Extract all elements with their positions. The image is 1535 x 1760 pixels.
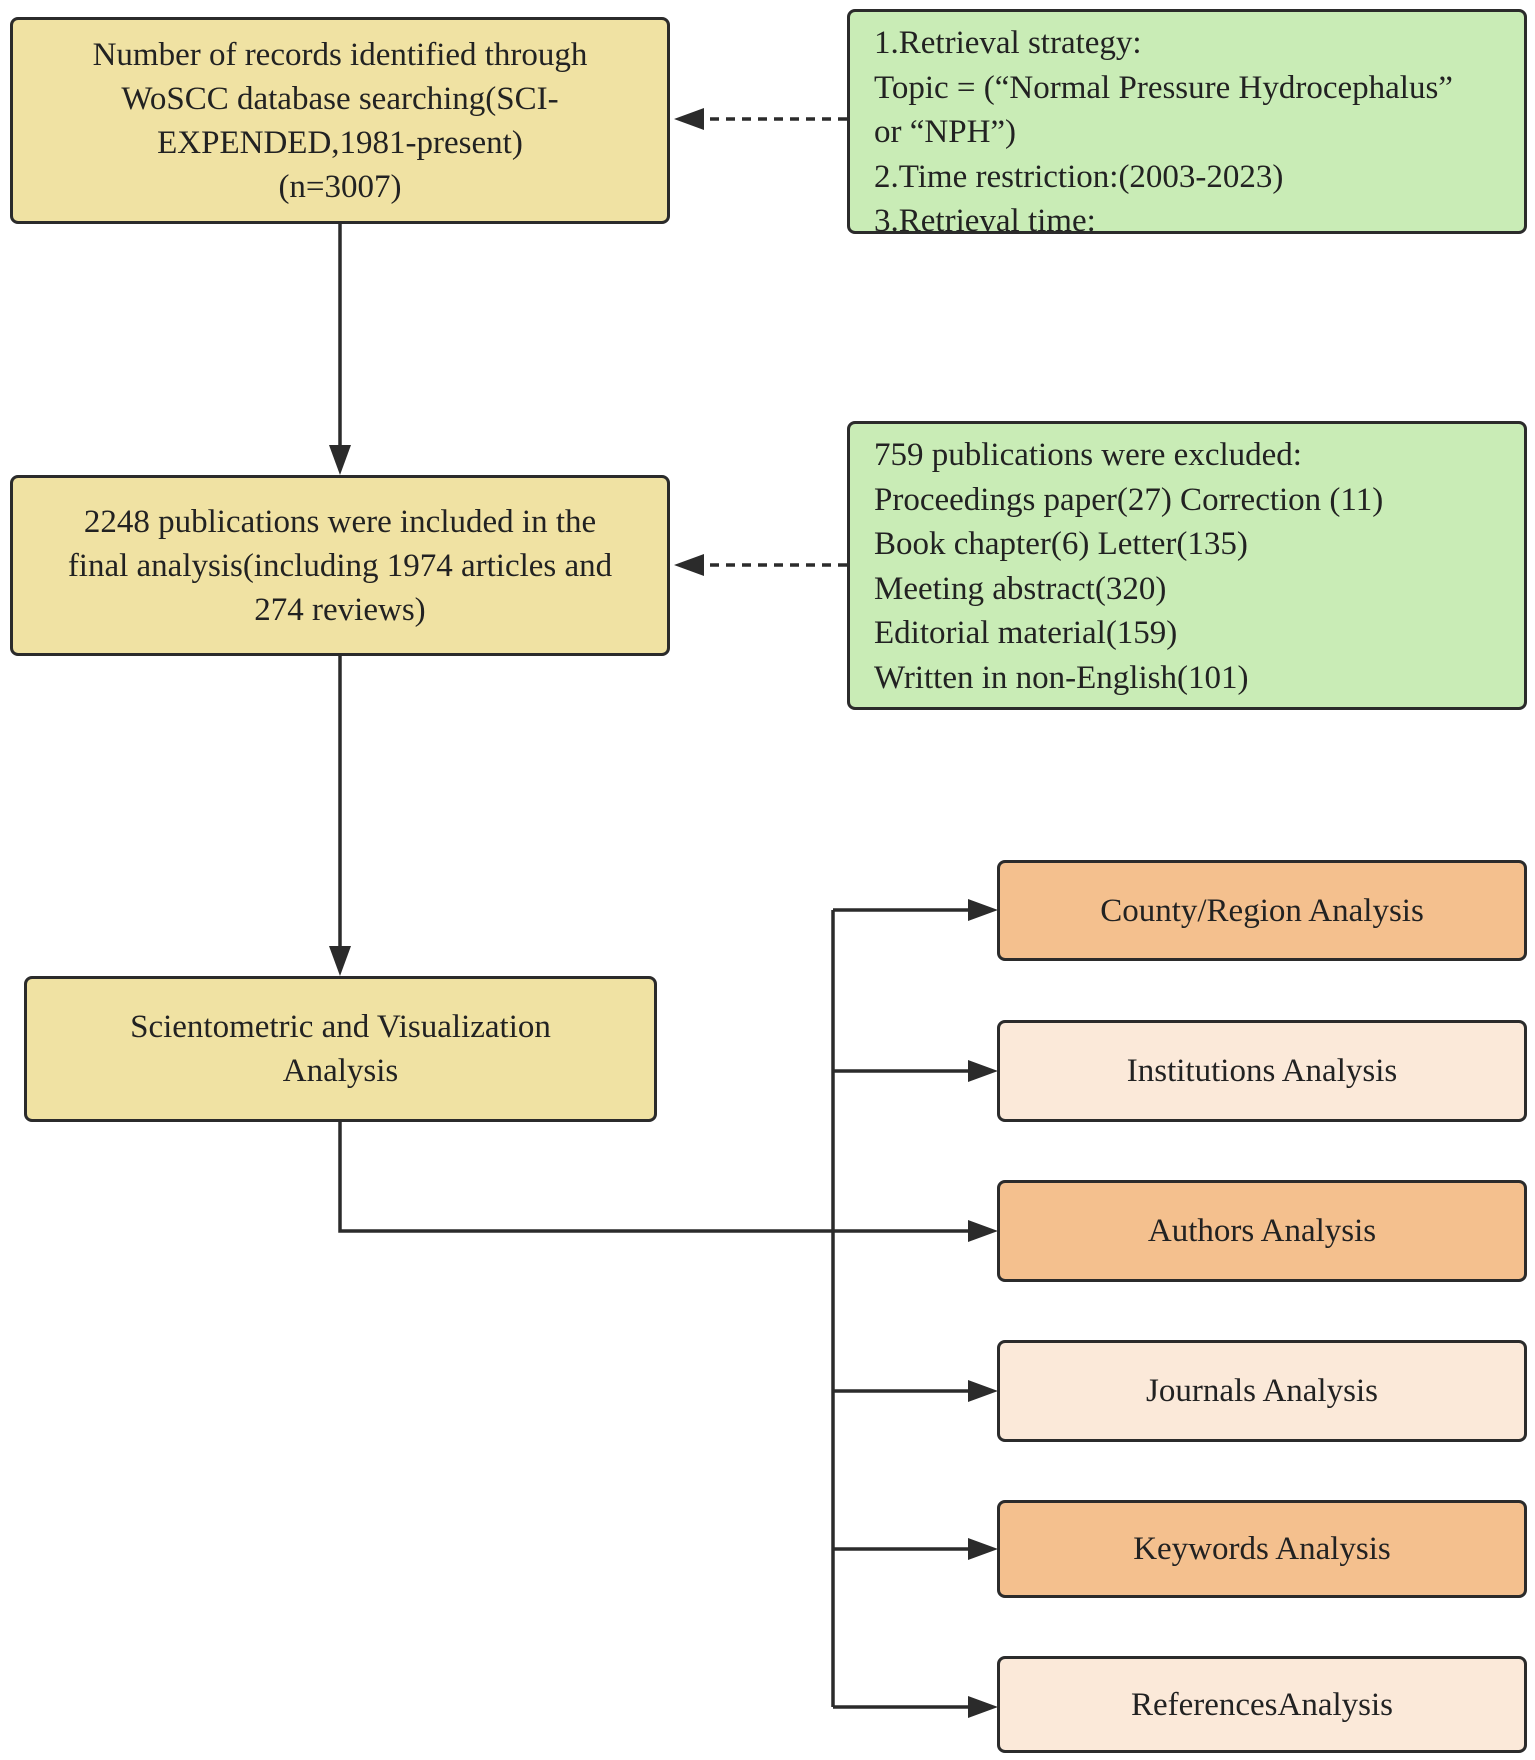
arrowhead-excluded-to-included (674, 554, 704, 576)
arrowhead-retrieval-to-records (674, 108, 704, 130)
excluded-line-3: Book chapter(6) Letter(135) (874, 526, 1248, 562)
excluded-line-4: Meeting abstract(320) (874, 570, 1167, 607)
retrieval-line-4: 2.Time restriction:(2003-2023) (874, 158, 1284, 195)
arrowhead-authors (968, 1220, 998, 1242)
journals-analysis-label: Journals Analysis (1146, 1373, 1378, 1409)
retrieval-strategy-box: 1.Retrieval strategy: Topic = (“Normal P… (847, 9, 1527, 239)
institutions-analysis-label: Institutions Analysis (1126, 1053, 1398, 1089)
arrowhead-journals (968, 1380, 998, 1402)
arrowhead-included-to-analysis (329, 946, 351, 976)
references-analysis-box: ReferencesAnalysis (997, 1656, 1527, 1753)
arrowhead-keywords (968, 1538, 998, 1560)
retrieval-line-5: 3.Retrieval time: (874, 203, 1096, 239)
retrieval-line-3: or “NPH”) (874, 114, 1017, 150)
county-region-analysis-box: County/Region Analysis (997, 860, 1527, 961)
arrowhead-county-region (968, 899, 998, 921)
institutions-analysis-box: Institutions Analysis (997, 1020, 1527, 1122)
excluded-line-2: Proceedings paper(27) Correction (11) (874, 481, 1384, 518)
arrowhead-records-to-included (329, 445, 351, 475)
scientometric-analysis-text: Scientometric and Visualization Analysis (130, 1009, 551, 1089)
references-analysis-label: ReferencesAnalysis (1130, 1686, 1394, 1723)
connector-analysis-to-trunk (338, 1122, 833, 1233)
excluded-line-6: Written in non-English(101) (874, 659, 1249, 696)
authors-analysis-label: Authors Analysis (1147, 1213, 1377, 1249)
keywords-analysis-label: Keywords Analysis (1133, 1531, 1391, 1567)
journals-analysis-box: Journals Analysis (997, 1340, 1527, 1442)
records-identified-box: Number of records identified through WoS… (10, 17, 670, 224)
retrieval-line-2: Topic = (“Normal Pressure Hydrocephalus” (874, 69, 1453, 106)
publications-included-box: 2248 publications were included in the f… (10, 475, 670, 656)
excluded-line-5: Editorial material(159) (874, 615, 1178, 651)
arrowhead-references (968, 1696, 998, 1718)
retrieval-line-1: 1.Retrieval strategy: (874, 25, 1142, 61)
authors-analysis-box: Authors Analysis (997, 1180, 1527, 1282)
keywords-analysis-box: Keywords Analysis (997, 1500, 1527, 1598)
scientometric-analysis-box: Scientometric and Visualization Analysis (24, 976, 657, 1122)
county-region-analysis-label: County/Region Analysis (1100, 892, 1424, 929)
publications-included-text: 2248 publications were included in the f… (67, 503, 613, 628)
excluded-line-1: 759 publications were excluded: (874, 437, 1302, 473)
arrowhead-institutions (968, 1060, 998, 1082)
excluded-publications-box: 759 publications were excluded: Proceedi… (847, 421, 1527, 710)
records-identified-text: Number of records identified through WoS… (92, 36, 588, 205)
